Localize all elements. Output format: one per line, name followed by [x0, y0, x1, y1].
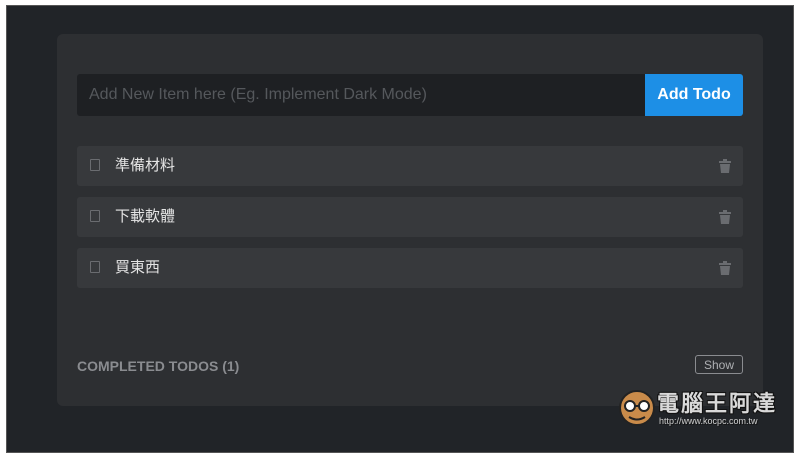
app-window: Add Todo 準備材料 下載軟體: [6, 5, 794, 453]
todo-item: 買東西: [77, 248, 743, 288]
todo-checkbox[interactable]: [90, 210, 100, 222]
todo-text: 下載軟體: [115, 208, 176, 225]
todo-text: 準備材料: [115, 157, 176, 174]
trash-icon[interactable]: [719, 261, 731, 275]
todo-item: 準備材料: [77, 146, 743, 186]
new-item-input[interactable]: [77, 74, 645, 116]
trash-icon[interactable]: [719, 210, 731, 224]
show-completed-button[interactable]: Show: [695, 355, 743, 374]
watermark: 電腦王阿達 http://www.kocpc.com.tw: [617, 386, 795, 436]
todo-checkbox[interactable]: [90, 159, 100, 171]
todo-item: 下載軟體: [77, 197, 743, 237]
todo-text: 買東西: [115, 259, 161, 276]
add-item-row: Add Todo: [77, 74, 743, 116]
todo-checkbox[interactable]: [90, 261, 100, 273]
completed-todos-heading: COMPLETED TODOS (1): [77, 358, 240, 374]
todo-card: Add Todo 準備材料 下載軟體: [57, 34, 763, 406]
watermark-logo: 電腦王阿達: [657, 391, 778, 416]
todo-list: 準備材料 下載軟體 買東西: [77, 146, 743, 299]
add-todo-button[interactable]: Add Todo: [645, 74, 743, 116]
mascot-face-icon: [619, 390, 655, 426]
trash-icon[interactable]: [719, 159, 731, 173]
watermark-url: http://www.kocpc.com.tw: [659, 416, 758, 426]
